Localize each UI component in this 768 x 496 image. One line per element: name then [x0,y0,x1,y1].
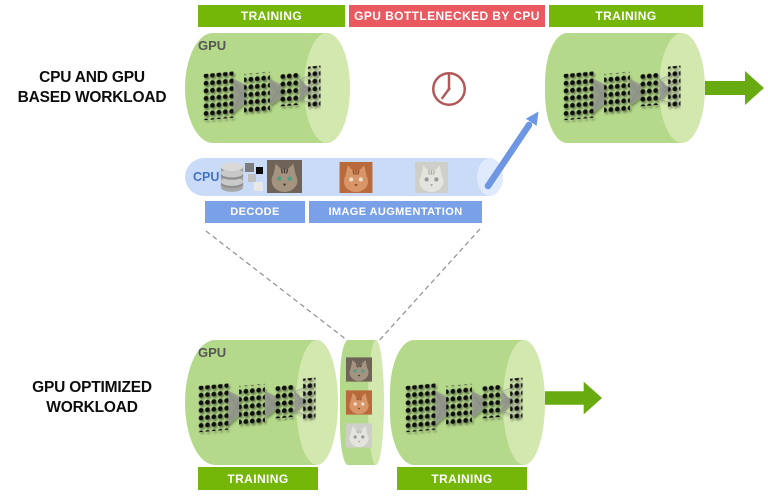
transfer-arrow-icon [484,111,539,190]
training-label-bottom-right: TRAINING [397,467,527,490]
projection-dashed-lines [205,228,481,345]
cpu-label: CPU [193,170,220,184]
neural-network-icon [559,59,683,123]
cat-photo-augmented-light [413,162,450,193]
gpu-label: GPU [198,345,227,360]
neural-network-icon [199,59,323,123]
cat-photo-augmented-warm [346,389,372,416]
row1-heading-line1: CPU AND GPU [39,69,145,86]
clock-icon [432,72,466,106]
gpu-cylinder-bottom-left: GPU [185,340,338,465]
image-batch-strip [340,340,384,465]
row2-heading: GPU OPTIMIZED WORKLOAD [4,378,180,419]
flow-arrow-icon [705,68,765,108]
cat-photo-augmented-warm [337,162,375,193]
row2-heading-line2: WORKLOAD [46,399,138,417]
gpu-cylinder-bottom-right [390,340,545,465]
decode-stage-label: DECODE [205,201,305,223]
strip-cap [368,340,384,465]
neural-network-icon [402,371,524,435]
cat-photo-original [346,356,372,383]
bottleneck-label: GPU BOTTLENECKED BY CPU [349,5,545,27]
gpu-cylinder-top-left: GPU [185,33,350,143]
cpu-pipeline-bar: CPU [185,158,503,196]
training-label-top-left: TRAINING [198,5,345,27]
pixels-icon [245,163,263,191]
gpu-label: GPU [198,38,227,53]
neural-network-icon [195,371,317,435]
gpu-cylinder-top-right [545,33,705,143]
row2-heading-line1: GPU OPTIMIZED [32,379,152,396]
image-augmentation-stage-label: IMAGE AUGMENTATION [309,201,482,223]
flow-arrow-icon [545,378,603,418]
row1-heading-line2: BASED WORKLOAD [17,89,167,107]
training-label-top-right: TRAINING [549,5,703,27]
row1-heading: CPU AND GPU BASED WORKLOAD [4,68,180,109]
cat-photo-original [266,160,303,193]
training-label-bottom-left: TRAINING [198,467,318,490]
cat-photo-augmented-light [346,422,372,449]
database-icon [220,162,244,192]
